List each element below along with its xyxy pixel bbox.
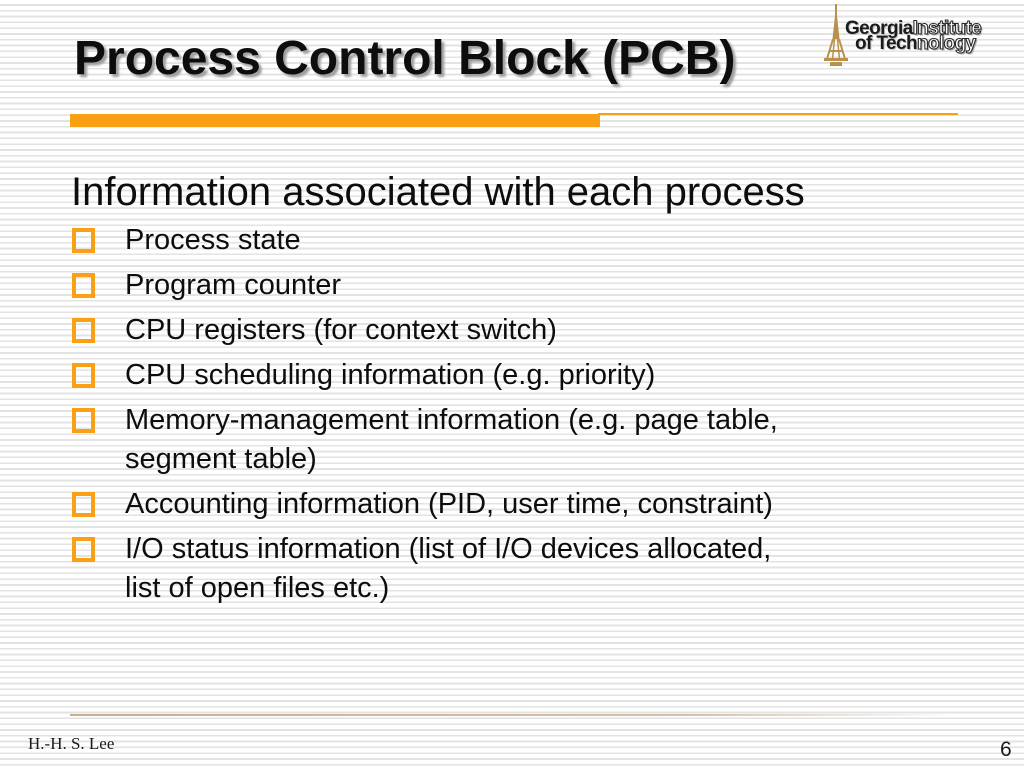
slide-title: Process Control Block (PCB) [74,32,736,85]
bullet-square-icon [72,492,95,517]
bullet-item: Program counter [72,266,932,305]
bullet-square-icon [72,408,95,433]
content-heading: Information associated with each process [71,170,805,214]
bullet-square-icon [72,363,95,388]
footer-author: H.-H. S. Lee [28,734,115,753]
bullet-text-line: Program counter [125,269,341,301]
bullet-text-line: CPU scheduling information (e.g. priorit… [125,359,656,391]
bullet-item: CPU registers (for context switch) [72,311,932,350]
bullet-text-line: list of open files etc.) [125,572,390,604]
georgia-tech-logo: GeorgiaInstitute of Technology [818,2,1018,74]
bullet-square-icon [72,273,95,298]
bullet-item: CPU scheduling information (e.g. priorit… [72,356,932,395]
bullet-item: Process state [72,221,932,260]
logo-text-of-tech: of Tech [855,33,918,54]
logo-text-georgia: Georgia [845,18,913,39]
logo-text-nology: nology [916,33,976,54]
bullet-item: Memory-management information (e.g. page… [72,401,932,479]
bullet-square-icon [72,537,95,562]
title-accent-bar [70,114,600,127]
bullet-item: Accounting information (PID, user time, … [72,485,932,524]
logo-line1: GeorgiaInstitute [845,18,982,39]
bullet-item: I/O status information (list of I/O devi… [72,530,932,608]
logo-line2: of Technology [855,33,981,54]
bullet-text-line: CPU registers (for context switch) [125,314,557,346]
footer-divider-line [70,714,960,716]
bullet-text-line: I/O status information (list of I/O devi… [125,533,772,565]
bullet-square-icon [72,318,95,343]
bullet-text-line: Memory-management information (e.g. page… [125,404,778,436]
title-accent-thin-line [598,113,958,115]
bullet-square-icon [72,228,95,253]
page-number: 6 [1000,738,1012,761]
bullet-text-line: Accounting information (PID, user time, … [125,488,773,520]
bullet-text-line: Process state [125,224,301,256]
logo-text: GeorgiaInstitute of Technology [845,18,982,54]
tech-tower-icon [824,4,848,66]
logo-text-institute: Institute [912,18,982,39]
bullet-text-line: segment table) [125,443,317,475]
